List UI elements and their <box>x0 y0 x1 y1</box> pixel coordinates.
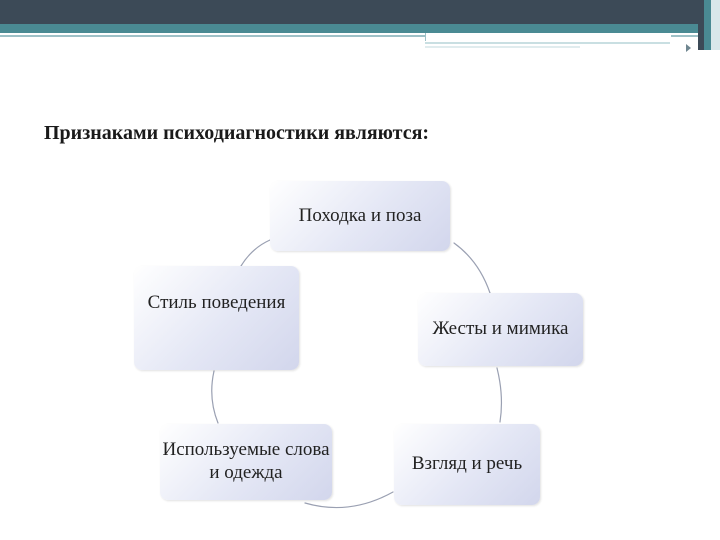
header-bar-teal <box>0 24 700 33</box>
header-tab <box>425 33 671 41</box>
node-gaze-speech: Взгляд и речь <box>394 424 540 505</box>
header-bar-dark <box>0 0 700 24</box>
arc-gaze-to-words <box>304 491 394 509</box>
node-words-clothing: Используемые слова и одежда <box>160 424 332 500</box>
arc-gestures-to-gaze <box>496 367 503 423</box>
arc-words-to-style <box>211 370 219 424</box>
header-rule-secondary <box>425 42 670 44</box>
header-rule-tertiary <box>425 46 580 48</box>
arc-style-to-gait <box>240 239 271 267</box>
arc-gait-to-gestures <box>453 242 491 294</box>
node-behavior-style: Стиль поведения <box>134 266 299 370</box>
node-gestures-mimics: Жесты и мимика <box>418 293 583 366</box>
node-gait-posture: Походка и поза <box>270 181 450 251</box>
slide-title: Признаками психодиагностики являются: <box>44 122 430 144</box>
corner-accent-light <box>711 0 720 50</box>
slide-marker-icon <box>686 44 691 52</box>
header-rule <box>0 35 700 37</box>
